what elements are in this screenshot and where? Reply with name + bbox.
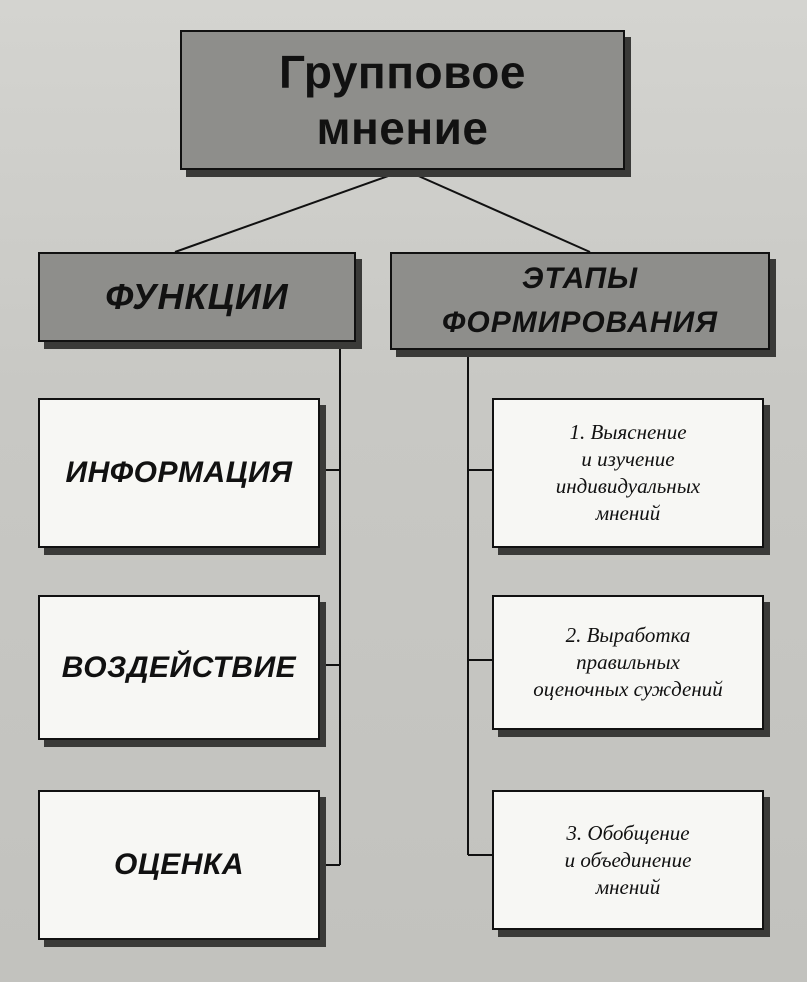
title-line-2: мнение [316, 102, 489, 154]
function-influence: ВОЗДЕЙСТВИЕ [61, 650, 297, 684]
stage-2-line-3: оценочных суждений [533, 677, 723, 701]
stage-2-box: 2. Выработка правильных оценочных сужден… [492, 595, 764, 730]
stage-2-text: 2. Выработка правильных оценочных сужден… [533, 622, 723, 703]
stage-3-line-1: 3. Обобщение [566, 820, 690, 845]
stage-3-box: 3. Обобщение и объединение мнений [492, 790, 764, 930]
stage-1-line-2: и изучение [581, 447, 675, 471]
stages-header-line-2: ФОРМИРОВАНИЯ [442, 306, 718, 339]
stage-2-line-2: правильных [576, 650, 680, 674]
function-influence-box: ВОЗДЕЙСТВИЕ [38, 595, 320, 740]
function-evaluation: ОЦЕНКА [114, 848, 244, 881]
functions-header-box: ФУНКЦИИ [38, 252, 356, 342]
connector-title-functions [174, 169, 406, 253]
functions-header: ФУНКЦИИ [105, 276, 289, 317]
function-information: ИНФОРМАЦИЯ [65, 456, 293, 489]
stage-1-text: 1. Выяснение и изучение индивидуальных м… [556, 419, 701, 527]
title-box: Групповое мнение [180, 30, 625, 170]
stages-header-box: ЭТАПЫ ФОРМИРОВАНИЯ [390, 252, 770, 350]
title-line-1: Групповое [279, 46, 526, 98]
stages-header-line-1: ЭТАПЫ [521, 262, 639, 295]
connector-title-stages [404, 169, 591, 253]
stage-1-box: 1. Выяснение и изучение индивидуальных м… [492, 398, 764, 548]
function-evaluation-box: ОЦЕНКА [38, 790, 320, 940]
stage-1-line-3: индивидуальных [555, 474, 701, 498]
stage-3-line-2: и объединение [564, 847, 692, 872]
stage-3-text: 3. Обобщение и объединение мнений [565, 820, 692, 901]
stage-1-line-1: 1. Выяснение [569, 420, 687, 444]
stage-3-line-3: мнений [595, 874, 661, 899]
function-information-box: ИНФОРМАЦИЯ [38, 398, 320, 548]
stage-2-line-1: 2. Выработка [565, 623, 691, 647]
stage-1-line-4: мнений [595, 501, 661, 525]
